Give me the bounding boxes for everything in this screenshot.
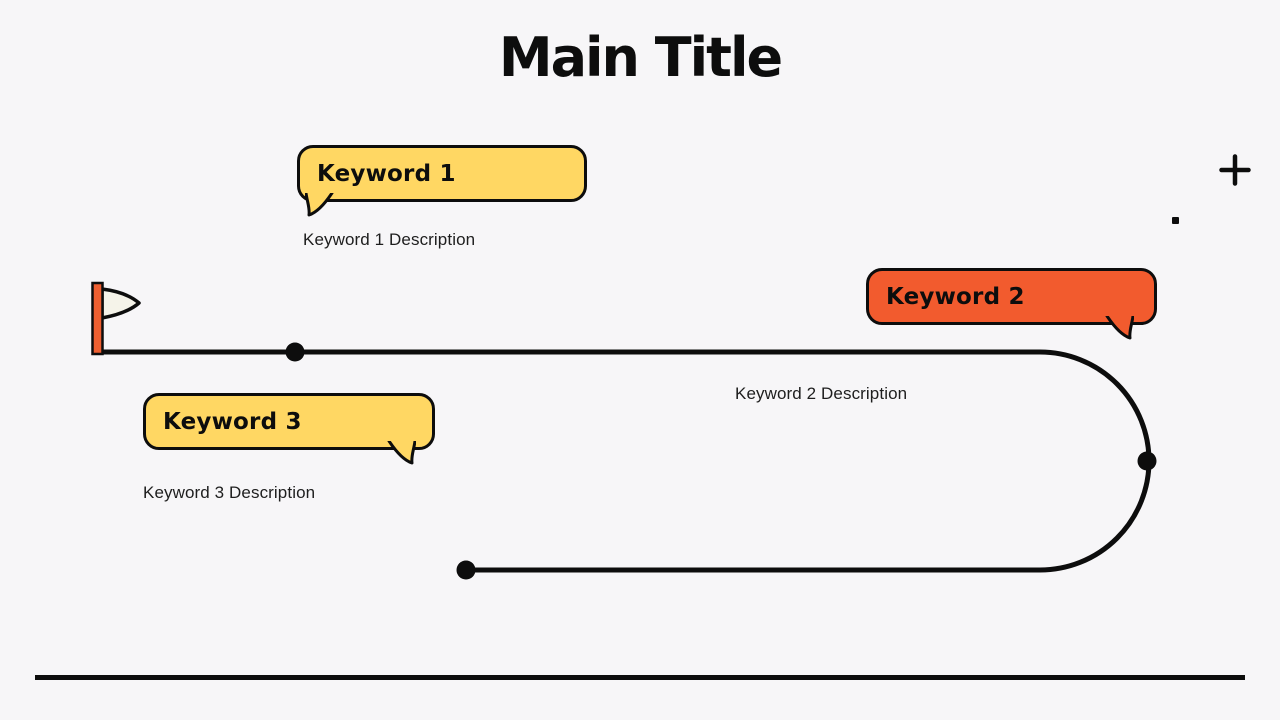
dot-marker-3 bbox=[456, 560, 476, 580]
keyword-bubble-3: Keyword 3 bbox=[143, 393, 435, 465]
keyword-3-description: Keyword 3 Description bbox=[143, 483, 316, 502]
timeline-path bbox=[97, 349, 1152, 573]
dot-marker-1 bbox=[285, 342, 305, 362]
plus-icon bbox=[1219, 154, 1251, 186]
keyword-1-label: Keyword 1 bbox=[317, 160, 456, 187]
keyword-2-label: Keyword 2 bbox=[886, 283, 1025, 310]
flag-pennant bbox=[100, 287, 141, 320]
keyword-1-description: Keyword 1 Description bbox=[303, 230, 476, 249]
bubble-tail-icon bbox=[1105, 316, 1134, 340]
keyword-2-description: Keyword 2 Description bbox=[735, 384, 908, 403]
bubble-tail-icon bbox=[305, 193, 334, 217]
slide-title: Main Title bbox=[498, 26, 783, 89]
flag-icon bbox=[91, 281, 141, 356]
keyword-bubble-1: Keyword 1 bbox=[297, 145, 587, 217]
bottom-rule bbox=[35, 675, 1245, 680]
keyword-3-label: Keyword 3 bbox=[163, 408, 302, 435]
square-dot-accent bbox=[1172, 217, 1179, 224]
bubble-tail-icon bbox=[387, 441, 416, 465]
keyword-bubble-2: Keyword 2 bbox=[866, 268, 1157, 340]
dot-marker-2 bbox=[1137, 451, 1157, 471]
flag-pole bbox=[91, 281, 104, 356]
